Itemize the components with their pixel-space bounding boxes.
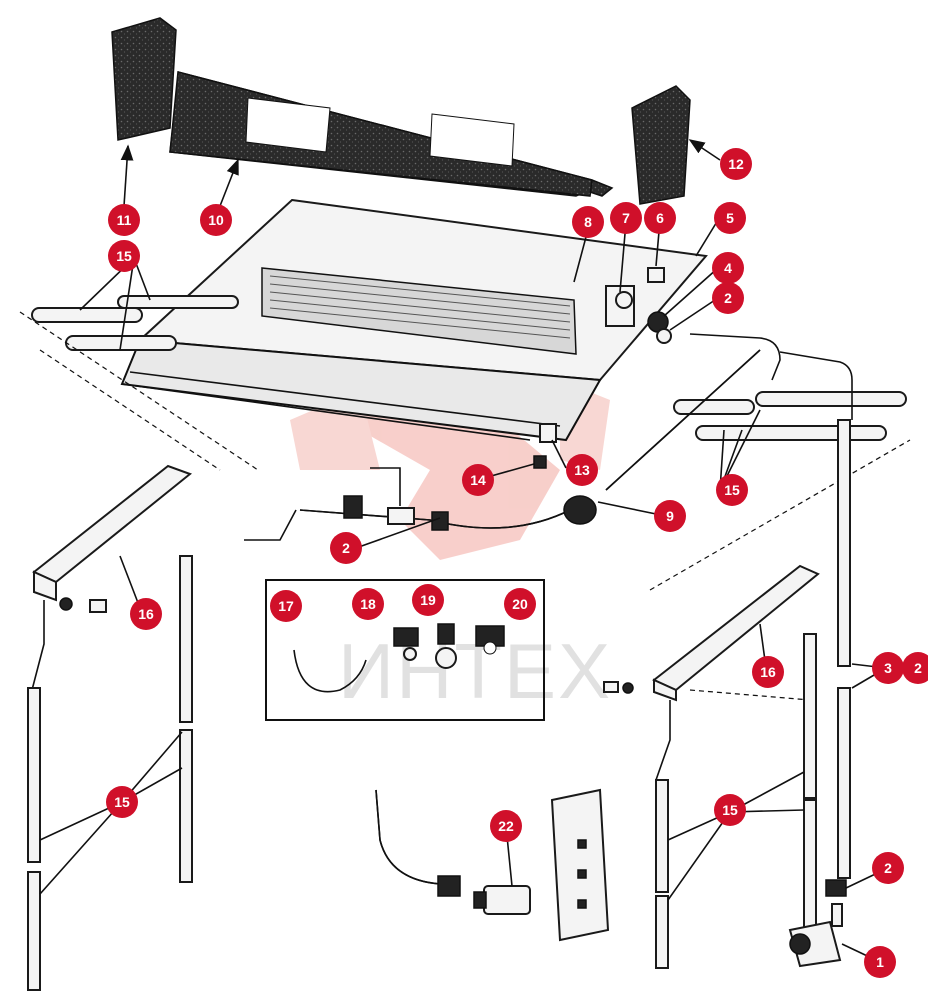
callout-16-left: 16 <box>130 598 162 630</box>
callout-9: 9 <box>654 500 686 532</box>
callout-6: 6 <box>644 202 676 234</box>
svg-text:11: 11 <box>117 212 132 228</box>
callout-15-bottom-right: 15 <box>714 794 746 826</box>
elbow-fitting <box>788 903 843 968</box>
callout-15-top-right: 15 <box>716 474 748 506</box>
callout-3: 3 <box>872 652 904 684</box>
callout-20: 20 <box>504 588 536 620</box>
callout-8: 8 <box>572 206 604 238</box>
svg-text:12: 12 <box>728 156 744 172</box>
callout-18: 18 <box>352 588 384 620</box>
svg-text:2: 2 <box>884 860 892 876</box>
fan-coil-housing <box>120 198 708 442</box>
svg-text:1: 1 <box>876 954 884 970</box>
svg-text:3: 3 <box>884 660 892 676</box>
accessories-inset <box>265 579 545 721</box>
svg-text:17: 17 <box>278 598 294 614</box>
callout-7: 7 <box>610 202 642 234</box>
wall-rail <box>550 788 610 942</box>
svg-text:10: 10 <box>208 212 224 228</box>
callout-13: 13 <box>566 454 598 486</box>
arrow-11 <box>120 144 134 207</box>
arrow-12 <box>688 139 721 161</box>
svg-text:4: 4 <box>724 260 732 276</box>
callout-16-right: 16 <box>752 656 784 688</box>
end-plate-left <box>111 17 177 141</box>
valve-22 <box>375 789 531 915</box>
callout-19: 19 <box>412 584 444 616</box>
svg-text:9: 9 <box>666 508 674 524</box>
svg-text:22: 22 <box>498 818 514 834</box>
svg-text:16: 16 <box>760 664 776 680</box>
callout-2-middle: 2 <box>330 532 362 564</box>
svg-text:6: 6 <box>656 210 664 226</box>
svg-text:13: 13 <box>574 462 590 478</box>
svg-text:8: 8 <box>584 214 592 230</box>
callout-4: 4 <box>712 252 744 284</box>
svg-text:15: 15 <box>114 794 130 810</box>
callout-15-bottom-left: 15 <box>106 786 138 818</box>
svg-text:15: 15 <box>722 802 738 818</box>
arrow-10 <box>219 158 239 207</box>
callout-14: 14 <box>462 464 494 496</box>
callout-1: 1 <box>864 946 896 978</box>
callout-2-right-edge: 2 <box>902 652 928 684</box>
svg-text:2: 2 <box>342 540 350 556</box>
svg-text:18: 18 <box>360 596 376 612</box>
callout-2-top: 2 <box>712 282 744 314</box>
svg-text:20: 20 <box>512 596 528 612</box>
svg-text:15: 15 <box>724 482 740 498</box>
svg-text:5: 5 <box>726 210 734 226</box>
svg-text:2: 2 <box>724 290 732 306</box>
bracket-right <box>603 564 820 781</box>
callout-12: 12 <box>720 148 752 180</box>
watermark-text: ИНТЕХ <box>338 627 612 715</box>
callout-5: 5 <box>714 202 746 234</box>
svg-text:19: 19 <box>420 592 436 608</box>
end-plate-right <box>631 85 691 205</box>
bracket-left <box>31 464 193 691</box>
callout-15-top-left: 15 <box>108 240 140 272</box>
front-panel <box>169 71 614 197</box>
callout-2-bottom-right: 2 <box>872 852 904 884</box>
svg-text:15: 15 <box>116 248 132 264</box>
callout-11: 11 <box>108 204 140 236</box>
pipe-with-fittings <box>299 423 597 531</box>
svg-text:7: 7 <box>622 210 630 226</box>
pipes-top-right <box>649 333 911 591</box>
callout-22: 22 <box>490 810 522 842</box>
valve-assembly <box>605 267 672 344</box>
rods-left <box>27 555 193 991</box>
callout-17: 17 <box>270 590 302 622</box>
pipe-9 <box>605 349 761 491</box>
rods-right <box>655 419 851 969</box>
svg-text:14: 14 <box>470 472 486 488</box>
callout-10: 10 <box>200 204 232 236</box>
svg-text:2: 2 <box>914 660 922 676</box>
svg-text:16: 16 <box>138 606 154 622</box>
pipes-top-left <box>19 295 259 471</box>
